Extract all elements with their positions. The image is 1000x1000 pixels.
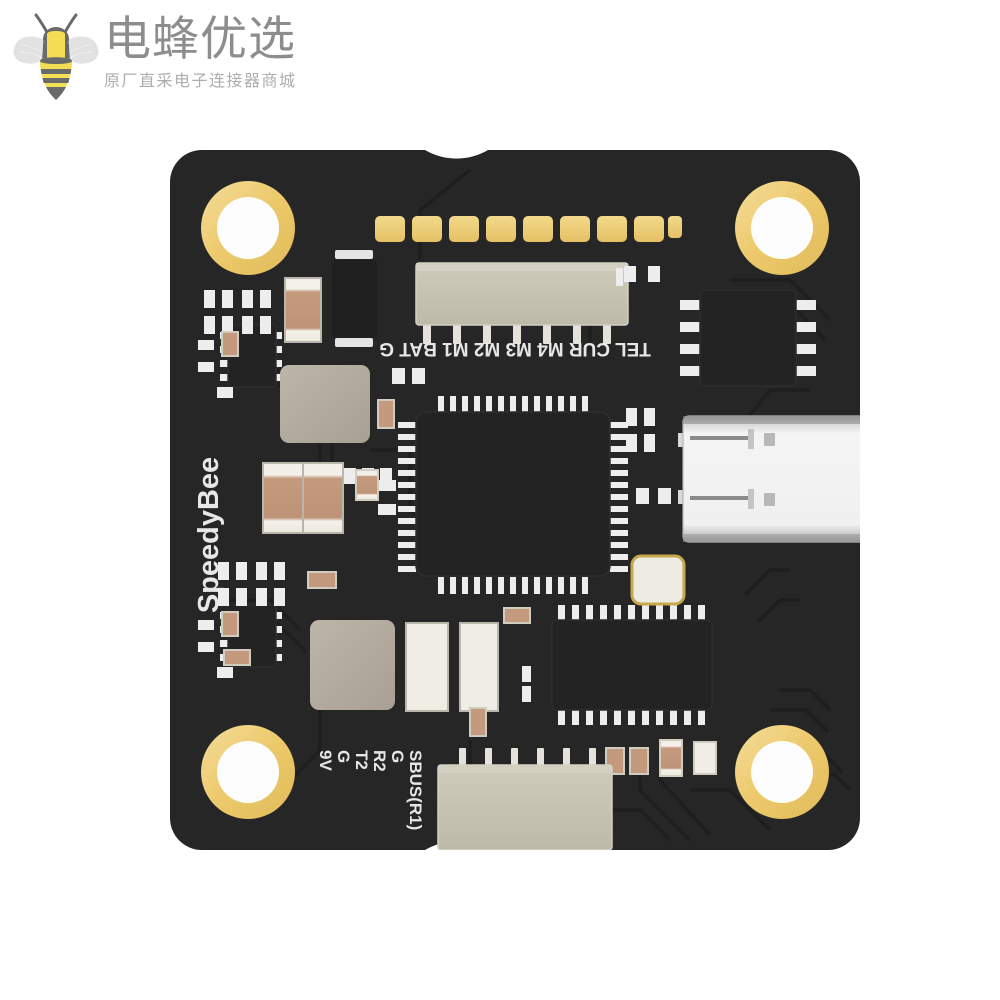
watermark-logo: 电蜂优选 原厂直采电子连接器商城 xyxy=(0,0,330,115)
capacitor-upper-left xyxy=(284,277,322,343)
resistor-array-lower-left xyxy=(218,562,285,606)
silk-label-9v: 9V xyxy=(316,750,335,771)
resistor-array-center-right xyxy=(626,408,655,452)
silk-label-g2: G xyxy=(334,750,353,763)
mounting-hole-bottom-left xyxy=(201,725,295,819)
brand-tagline: 原厂直采电子连接器商城 xyxy=(104,71,297,90)
pcb-graphic: TEL CUR M4 M3 M2 M1 BAT G SpeedyBee SBUS… xyxy=(170,150,860,850)
smd-pad-r xyxy=(198,642,214,652)
smd-pad-j xyxy=(344,468,356,484)
shield-can-upper-left xyxy=(280,365,370,443)
capacitor-pair-bottom xyxy=(405,622,499,712)
crystal-oscillator xyxy=(630,554,686,606)
top-gold-pad-row xyxy=(375,216,682,242)
mounting-holes xyxy=(201,181,829,819)
silk-bottom-labels: SBUS(R1) G R2 T2 G 9V xyxy=(316,750,425,830)
smd-pad-m xyxy=(378,480,396,491)
brand-name: 电蜂优选 xyxy=(104,12,296,67)
silk-label-g1: G xyxy=(388,750,407,763)
smd-pad-t xyxy=(217,667,233,678)
resistor-array-upper-left xyxy=(204,290,271,334)
bottom-connector-6pin xyxy=(437,748,613,850)
silk-label-t2: T2 xyxy=(352,750,371,770)
smd-pad-a xyxy=(624,266,636,282)
smd-pad-b xyxy=(648,266,660,282)
bee-icon xyxy=(13,13,99,100)
pcb-board-image: TEL CUR M4 M3 M2 M1 BAT G SpeedyBee SBUS… xyxy=(170,150,860,850)
inductor-top xyxy=(332,260,377,338)
smd-pad-c xyxy=(392,368,405,384)
silk-label-sbus: SBUS(R1) xyxy=(406,750,425,830)
shield-can-lower-left xyxy=(310,620,395,710)
smd-pad-d xyxy=(412,368,425,384)
smd-pad-o xyxy=(198,340,214,350)
silk-top-pad-labels: TEL CUR M4 M3 M2 M1 BAT G xyxy=(379,338,651,359)
usb-c-connector xyxy=(678,415,860,543)
top-connector-8pin xyxy=(415,262,629,344)
capacitor-pair-left xyxy=(262,462,344,534)
smd-pad-n xyxy=(378,504,396,515)
bee-wings-icon xyxy=(13,36,99,64)
mounting-hole-top-right xyxy=(735,181,829,275)
main-mcu-chip xyxy=(398,396,628,594)
smd-pad-i xyxy=(522,686,531,702)
smd-pad-s xyxy=(217,387,233,398)
brand-text-block: 电蜂优选 原厂直采电子连接器商城 xyxy=(104,14,324,92)
mounting-hole-top-left xyxy=(201,181,295,275)
chip-resistors xyxy=(221,331,717,777)
silk-label-r2: R2 xyxy=(370,750,389,772)
smd-pad-p xyxy=(198,362,214,372)
smd-pad-g xyxy=(616,268,623,286)
smd-pad-h xyxy=(522,666,531,682)
soic8-chip-top-right xyxy=(680,289,816,387)
silk-brand-label: SpeedyBee xyxy=(193,457,225,613)
passive-components xyxy=(198,266,671,702)
smd-pad-f xyxy=(658,488,671,504)
mounting-hole-bottom-right xyxy=(735,725,829,819)
inductor-top-pads xyxy=(335,250,373,347)
smd-pad-q xyxy=(198,620,214,630)
ssop-chip-bottom-right xyxy=(551,605,713,725)
smd-pad-e xyxy=(636,488,649,504)
